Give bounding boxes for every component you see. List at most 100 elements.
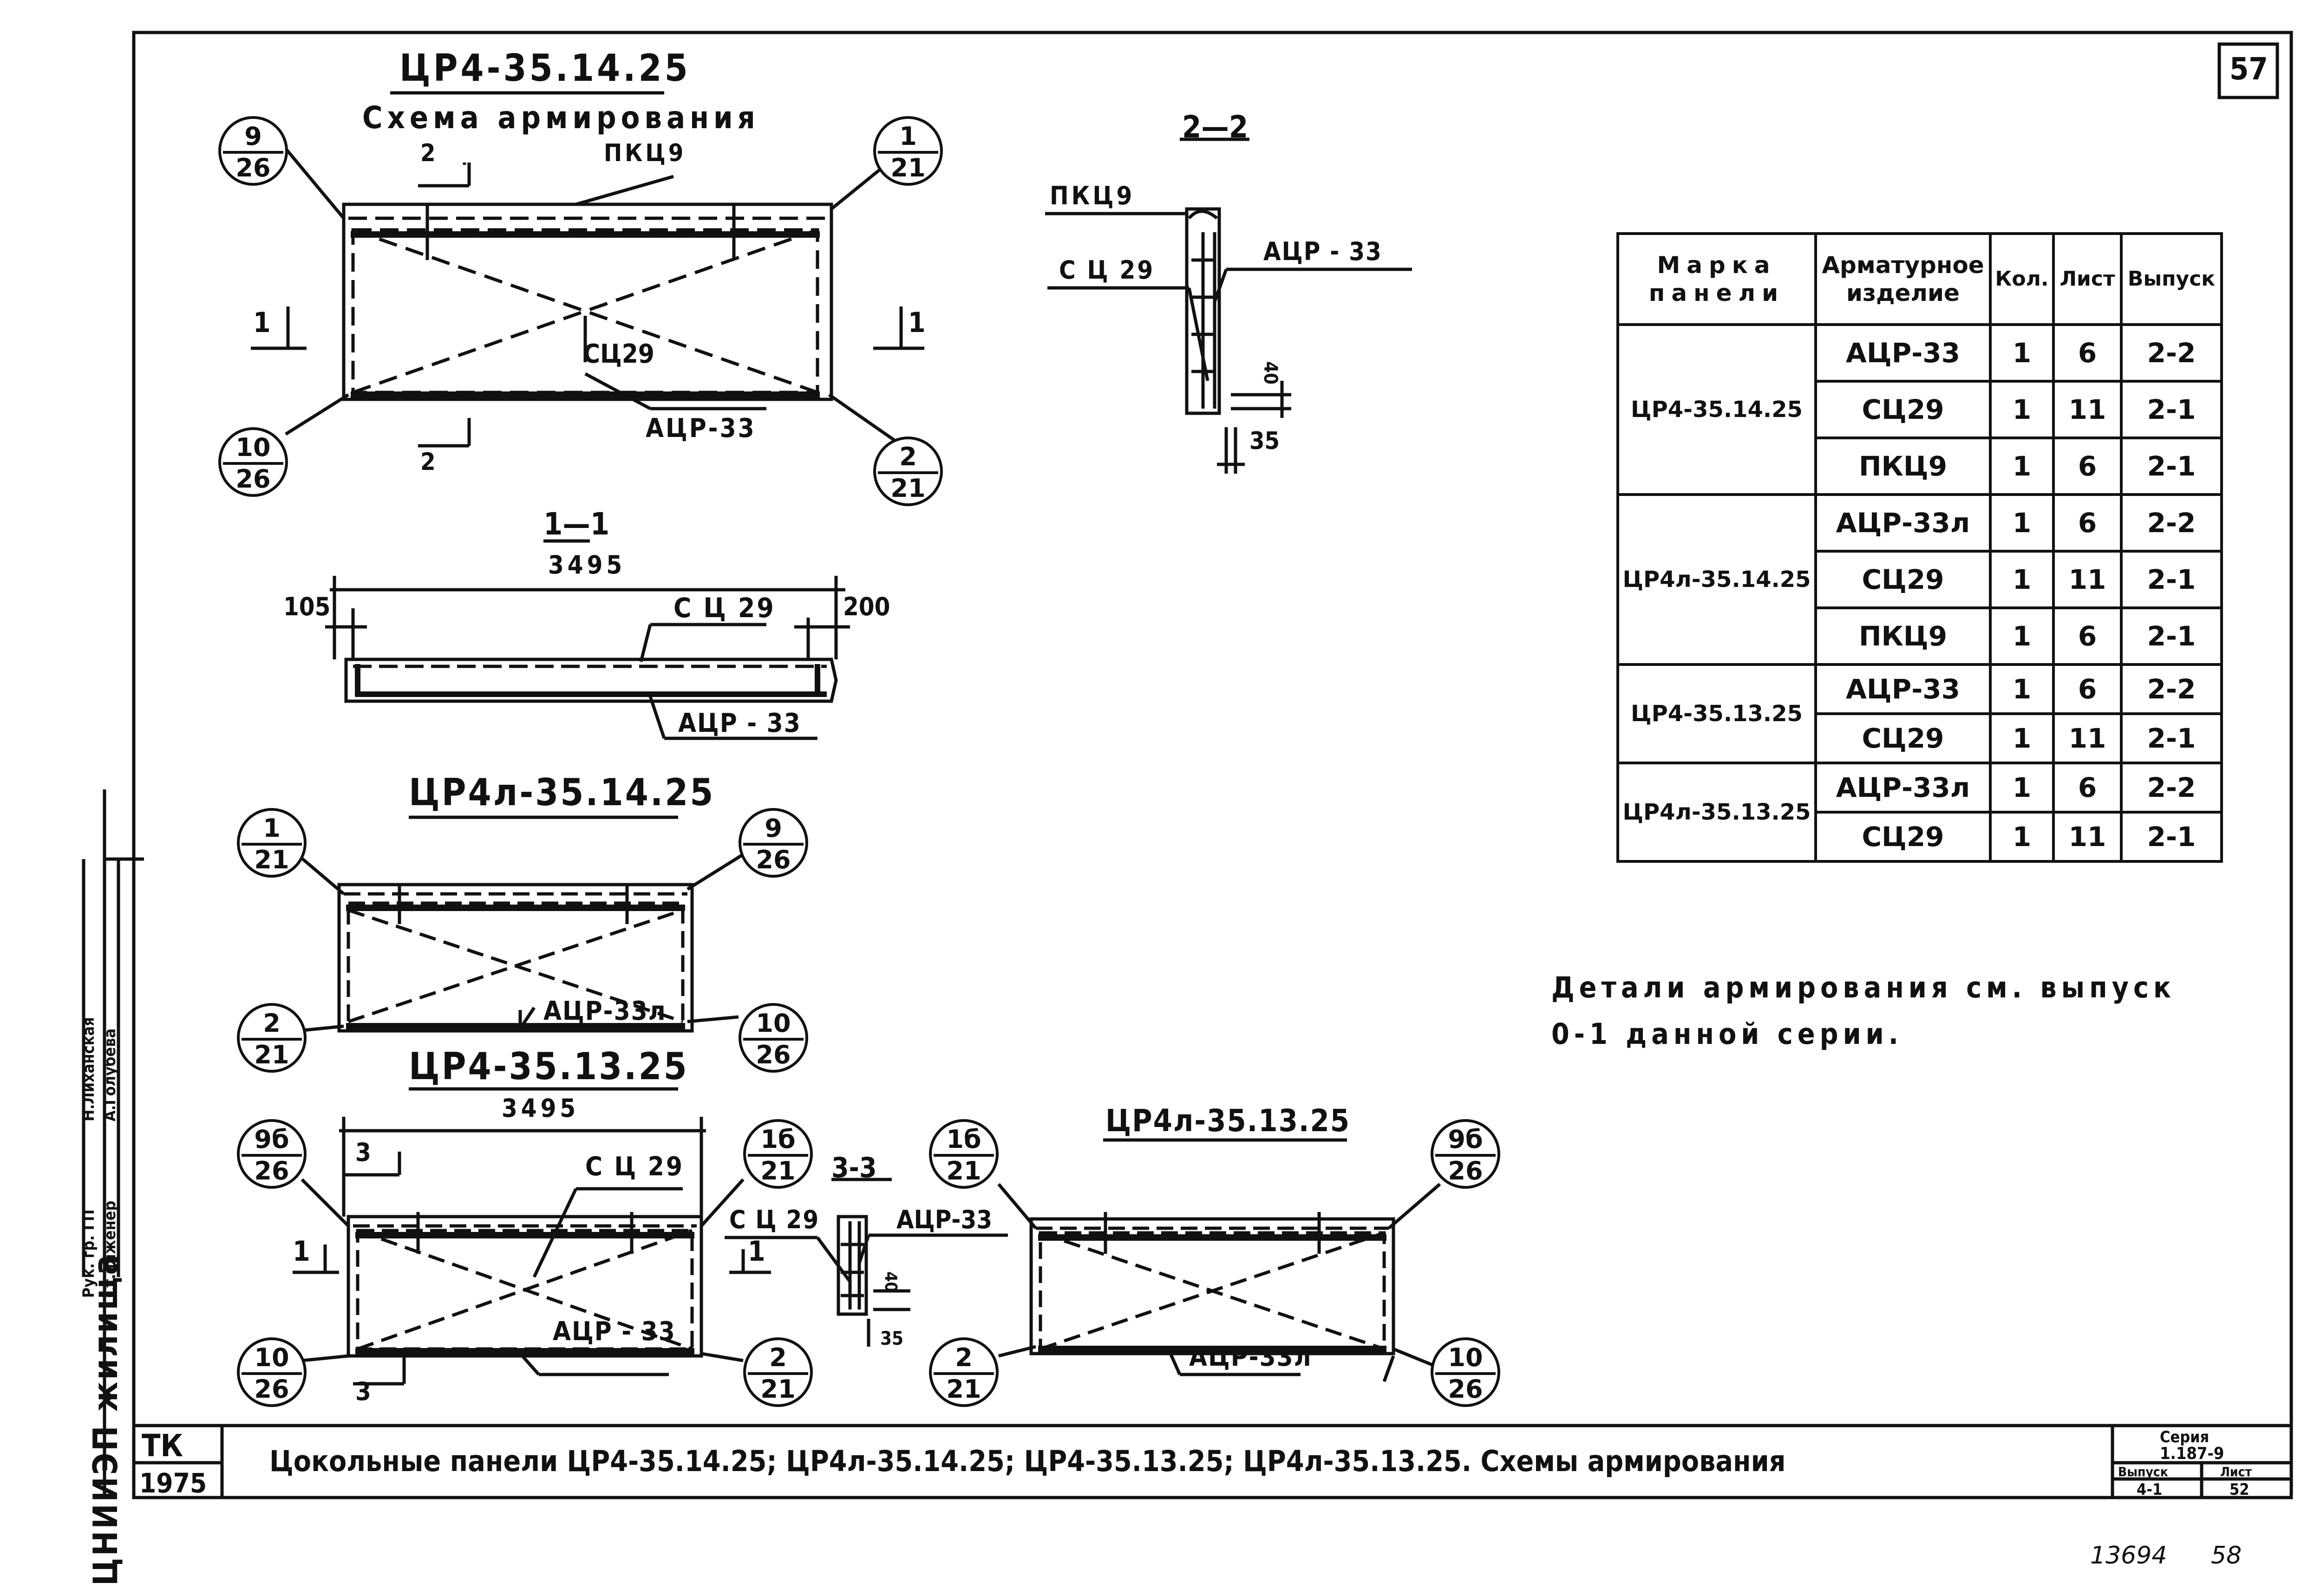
table-row: ЦР4-35.13.25 АЦР-33 1 6 2-2 — [1616, 663, 2223, 764]
label-pkts9-main: ПКЦ9 — [604, 139, 686, 167]
header-sheet: Лист — [2052, 232, 2123, 326]
table-row: СЦ29 1 11 2-1 — [1618, 380, 2223, 439]
side-stamp-role1: Рук. гр. ГП — [79, 1209, 98, 1298]
cell-item: АЦР-33л — [1814, 762, 1992, 814]
cell-issue: 2-1 — [2120, 550, 2223, 609]
cell-qty: 1 — [1989, 712, 2055, 764]
cell-issue: 2-1 — [2120, 606, 2223, 666]
table-row: ЦР4-35.14.25 АЦР-33 1 6 2-2 — [1616, 323, 2223, 496]
cell-qty: 1 — [1989, 606, 2055, 666]
label-atsr33-s11: АЦР - 33 — [678, 708, 801, 738]
cell-mark: ЦР4-35.13.25 — [1616, 663, 1817, 764]
label-atsr33-s33: АЦР-33 — [896, 1205, 993, 1234]
table-row: ПКЦ9 1 6 2-1 — [1618, 606, 2223, 666]
cell-issue: 2-2 — [2120, 323, 2223, 383]
cell-issue: 2-1 — [2120, 811, 2223, 863]
label-35-s33: 35 — [880, 1328, 904, 1349]
main-panel-title: ЦР4-35.14.25 — [399, 46, 691, 90]
dim-105: 105 — [283, 592, 331, 621]
dim-3495-s11: 3495 — [548, 550, 626, 580]
side-stamp-role2: Ст.инженер — [101, 1200, 119, 1298]
cell-sheet: 6 — [2052, 493, 2123, 553]
label-1-left-b: 1 — [293, 1235, 310, 1268]
title-block-code: ТК — [142, 1428, 183, 1464]
label-pkts9-s22: ПКЦ9 — [1050, 181, 1135, 210]
title-block-series-label: Серия — [2160, 1428, 2210, 1446]
label-3-top-b: 3 — [355, 1138, 371, 1167]
title-block-sheet-label: Лист — [2220, 1464, 2252, 1479]
cell-mark: ЦР4-35.14.25 — [1616, 323, 1817, 496]
cell-sheet: 6 — [2052, 606, 2123, 666]
page-number-box — [2217, 42, 2279, 99]
label-atsr33l-a: АЦР-33л — [543, 996, 667, 1026]
table-row: ПКЦ9 1 6 2-1 — [1618, 436, 2223, 496]
cell-sheet: 11 — [2052, 380, 2123, 439]
cell-item: СЦ29 — [1814, 380, 1992, 439]
cell-qty: 1 — [1989, 436, 2055, 496]
cell-issue: 2-2 — [2120, 663, 2223, 715]
panel-c-title: ЦР4л-35.13.25 — [1105, 1103, 1351, 1139]
table-row: СЦ29 1 11 2-1 — [1618, 811, 2223, 863]
cell-issue: 2-2 — [2120, 493, 2223, 553]
cell-qty: 1 — [1989, 323, 2055, 383]
title-block-issue-value: 4-1 — [2137, 1480, 2163, 1499]
label-3-bottom-b: 3 — [355, 1377, 371, 1406]
side-stamp-name1: Н.Лиханская — [79, 1017, 98, 1121]
cell-qty: 1 — [1989, 493, 2055, 553]
reinforcement-spec-table: Марка панели Арматурное изделие Кол. Лис… — [1616, 232, 2223, 863]
table-row: СЦ29 1 11 2-1 — [1618, 550, 2223, 609]
label-sts29-b: С Ц 29 — [585, 1152, 684, 1182]
cell-sheet: 11 — [2052, 550, 2123, 609]
cell-mark: ЦР4л-35.13.25 — [1616, 762, 1817, 863]
panel-a-title: ЦР4л-35.14.25 — [409, 771, 715, 814]
cell-issue: 2-1 — [2120, 712, 2223, 764]
label-35-s22: 35 — [1249, 427, 1280, 455]
header-item: Арматурное изделие — [1814, 232, 1992, 326]
label-atsr33-main: АЦР-33 — [646, 413, 756, 443]
label-2-bottom: 2 — [420, 448, 436, 476]
section-3-3-title: 3-3 — [831, 1152, 877, 1184]
main-panel-drawing — [251, 91, 924, 449]
cell-sheet: 6 — [2052, 323, 2123, 383]
cell-item: СЦ29 — [1814, 550, 1992, 609]
cell-issue: 2-1 — [2120, 436, 2223, 496]
title-block-title: Цокольные панели ЦР4-35.14.25; ЦР4л-35.1… — [269, 1444, 1786, 1478]
dim-200: 200 — [843, 592, 890, 621]
cell-item: СЦ29 — [1814, 712, 1992, 764]
section-1-1-title: 1—1 — [543, 506, 610, 542]
side-stamp: ЦНИИЭП жилища Рук. гр. ГП Н.Лиханская Ст… — [77, 899, 128, 1586]
stamp-page: 58 — [2211, 1542, 2242, 1570]
cell-issue: 2-1 — [2120, 380, 2223, 439]
label-sts29-s33: С Ц 29 — [729, 1205, 820, 1234]
cell-item: ПКЦ9 — [1814, 436, 1992, 496]
side-stamp-org: ЦНИИЭП жилища — [86, 1252, 125, 1586]
header-qty: Кол. — [1989, 232, 2055, 326]
cell-item: АЦР-33 — [1814, 323, 1992, 383]
label-2-top: 2 — [420, 139, 436, 167]
section-2-2-drawing — [1045, 137, 1412, 474]
label-40-s22: 40 — [1260, 361, 1281, 385]
sheet-frame — [132, 31, 2293, 1499]
cell-issue: 2-2 — [2120, 762, 2223, 814]
note-line-1: Детали армирования см. выпуск — [1551, 971, 2176, 1004]
cell-item: ПКЦ9 — [1814, 606, 1992, 666]
panel-c-drawing — [997, 1138, 1445, 1382]
page-number: 57 — [2229, 51, 2268, 87]
dim-3495-b: 3495 — [502, 1094, 580, 1123]
cell-item: АЦР-33л — [1814, 493, 1992, 553]
cell-item: СЦ29 — [1814, 811, 1992, 863]
title-block-issue-label: Выпуск — [2118, 1464, 2168, 1479]
title-block-year: 1975 — [139, 1467, 207, 1499]
cell-sheet: 6 — [2052, 762, 2123, 814]
